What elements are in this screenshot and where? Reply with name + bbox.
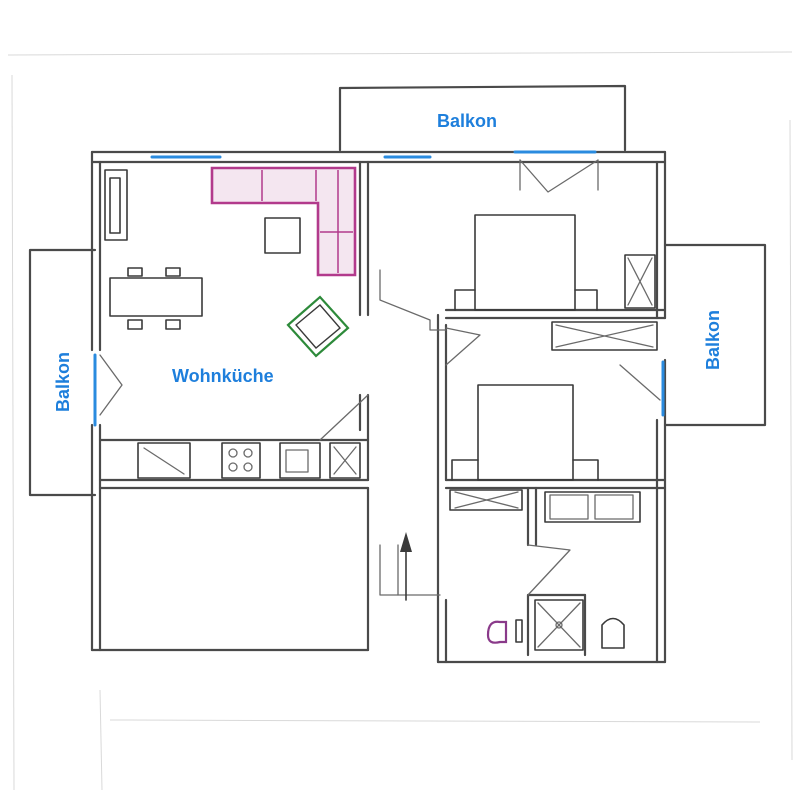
label-balkon-right: Balkon xyxy=(703,310,723,370)
label-balkon-left: Balkon xyxy=(53,352,73,412)
door-right-balcony xyxy=(619,364,661,401)
dining-table xyxy=(109,267,203,330)
door-left-balcony xyxy=(99,354,123,416)
door-bathroom xyxy=(527,544,571,596)
shower xyxy=(534,599,584,651)
label-wohnkueche: Wohnküche xyxy=(172,366,274,386)
armchair xyxy=(286,295,350,358)
entrance-arrow-icon xyxy=(400,532,412,601)
sofa xyxy=(210,166,357,277)
door-entrance xyxy=(379,544,441,596)
walls xyxy=(90,150,667,664)
faint-guide-lines xyxy=(7,51,793,791)
sink xyxy=(279,442,321,479)
toilet-bathroom xyxy=(601,617,625,649)
balcony-top xyxy=(338,84,627,152)
washbasins xyxy=(544,491,641,523)
stove xyxy=(221,442,261,479)
cabinet-hall xyxy=(551,321,658,351)
bed-bedroom-1 xyxy=(454,214,598,311)
door-kitchen-corridor xyxy=(319,394,369,441)
door-living-corridor xyxy=(379,269,447,331)
door-top-balcony xyxy=(519,159,599,193)
bed-bedroom-2 xyxy=(451,384,599,481)
label-balkon-top: Balkon xyxy=(437,111,497,131)
toilet-wc xyxy=(486,619,523,644)
balcony-left xyxy=(28,248,97,497)
windows xyxy=(93,150,665,427)
doors xyxy=(99,159,661,596)
sideboard xyxy=(104,169,128,241)
coffee-table xyxy=(264,217,301,254)
balcony-right xyxy=(663,243,767,427)
kitchen-counter xyxy=(137,442,361,479)
door-bedroom2 xyxy=(445,327,481,366)
wardrobe-bedroom-1 xyxy=(624,254,656,309)
wardrobe-bedroom-2 xyxy=(449,489,523,511)
